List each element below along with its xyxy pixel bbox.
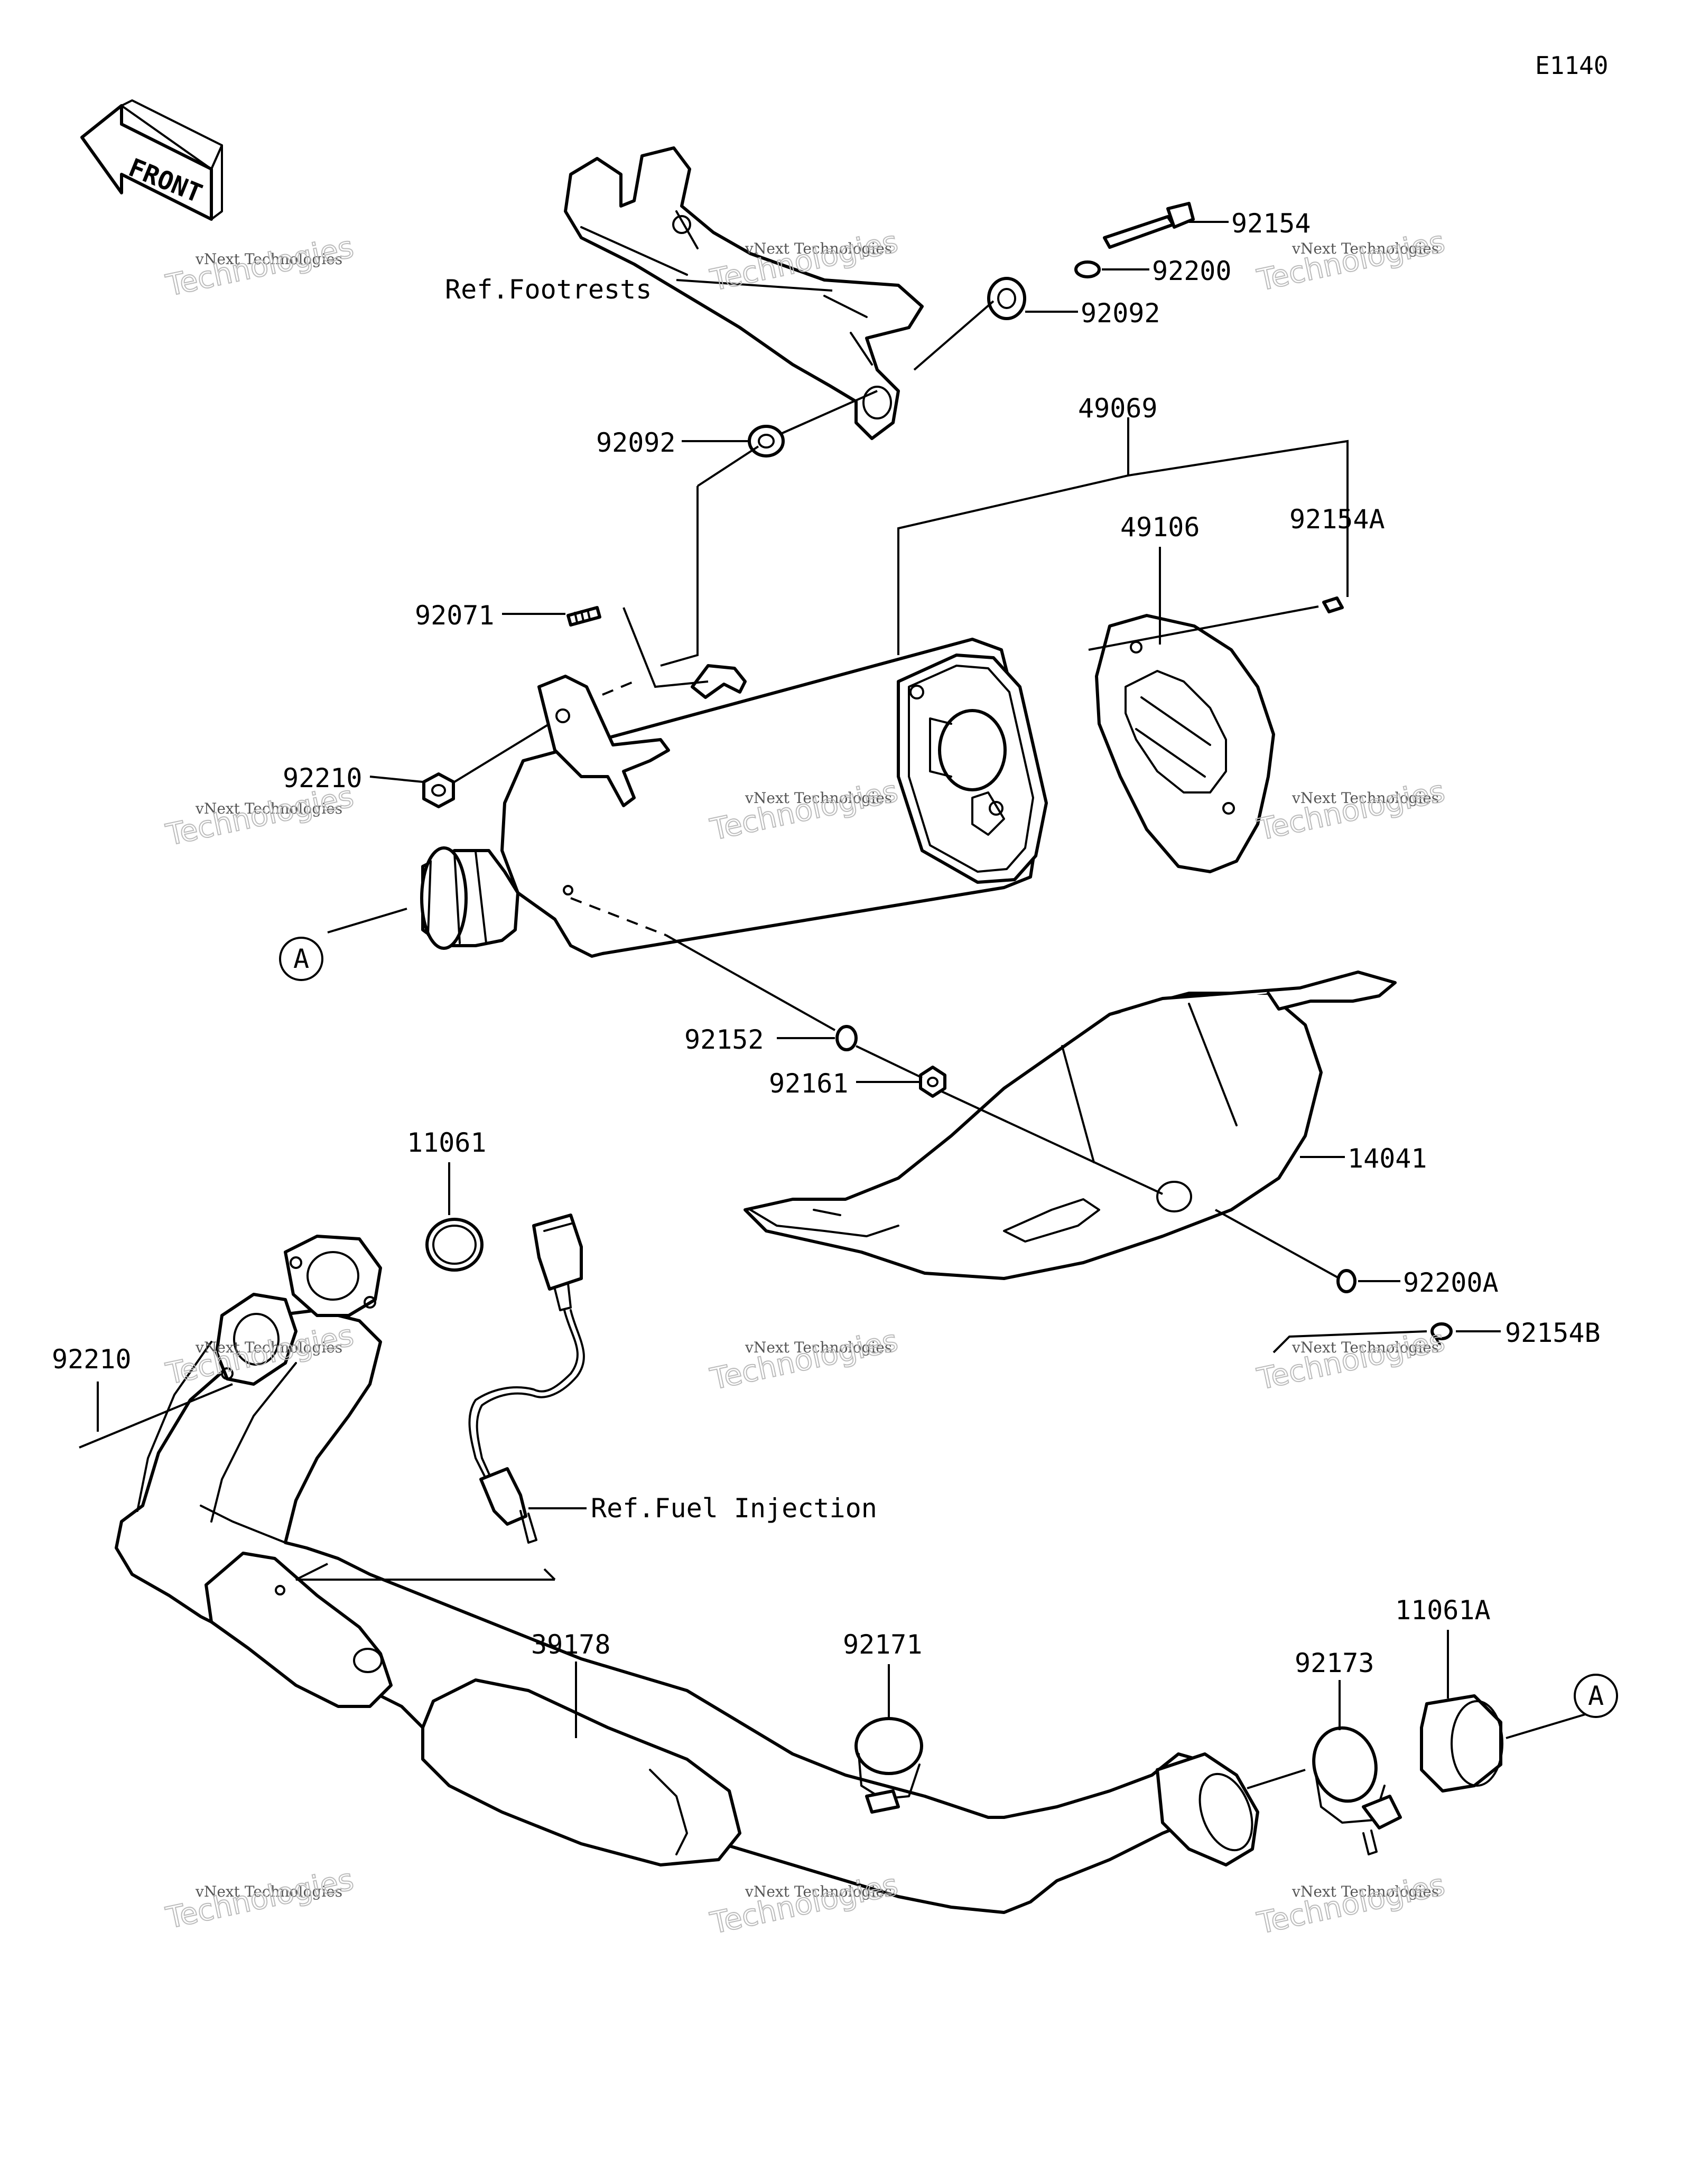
grommet-92092-left [748,425,785,458]
assembly-lines [79,300,1586,1789]
spring-92071 [566,606,601,627]
svg-text:Technologies: Technologies [163,779,356,853]
svg-text:vNext Technologies: vNext Technologies [745,1883,892,1900]
label-92154b: 92154B [1505,1318,1601,1348]
label-92092-top: 92092 [1081,298,1160,329]
muffler-49069 [420,638,1048,958]
svg-text:Technologies: Technologies [707,1868,900,1941]
svg-text:Technologies: Technologies [707,1323,900,1397]
clamp-92173 [1312,1726,1402,1855]
label-92173: 92173 [1295,1648,1374,1678]
washer-92152 [835,1025,858,1051]
exhaust-pipe-39178 [115,1235,1259,1914]
label-11061a: 11061A [1395,1595,1491,1626]
label-ref-footrests: Ref.Footrests [445,274,652,305]
svg-text:vNext Technologies: vNext Technologies [195,1883,342,1900]
svg-text:vNext Technologies: vNext Technologies [745,1339,892,1356]
label-92152: 92152 [684,1024,764,1055]
svg-text:vNext Technologies: vNext Technologies [195,250,342,268]
svg-text:Technologies: Technologies [163,230,356,303]
label-92161: 92161 [769,1068,849,1099]
washer-92200 [1074,260,1101,278]
label-92154a: 92154A [1289,504,1385,535]
svg-text:Technologies: Technologies [163,1862,356,1936]
front-arrow-icon: FRONT [80,99,223,221]
bolt-92154b [1430,1322,1453,1346]
svg-text:vNext Technologies: vNext Technologies [1292,789,1439,807]
reference-a-right: A [1574,1674,1618,1718]
svg-text:Technologies: Technologies [1254,774,1447,847]
svg-text:vNext Technologies: vNext Technologies [1292,1883,1439,1900]
gasket-11061 [425,1218,484,1272]
label-92071: 92071 [415,600,495,631]
svg-text:Technologies: Technologies [1254,1868,1447,1941]
label-11061: 11061 [407,1127,487,1158]
label-92210-top: 92210 [283,763,363,794]
oxygen-sensor [468,1214,585,1544]
reference-a-left: A [279,937,323,981]
muffler-cover-49106 [1095,614,1275,873]
svg-text:vNext Technologies: vNext Technologies [745,240,892,257]
grommet-92092-top [987,277,1026,320]
nut-92210-top [422,772,455,808]
label-14041: 14041 [1348,1143,1427,1174]
svg-text:vNext Technologies: vNext Technologies [1292,1339,1439,1356]
clamp-92171 [854,1717,923,1814]
nut-92161 [919,1066,946,1098]
label-92200: 92200 [1152,256,1232,286]
diagram-code: E1140 [1535,51,1608,80]
label-92171: 92171 [843,1629,923,1660]
leader-lines [97,221,1501,1738]
label-92200a: 92200A [1403,1267,1499,1298]
svg-text:A: A [293,944,309,974]
label-92210-bottom: 92210 [52,1344,132,1375]
svg-text:vNext Technologies: vNext Technologies [195,800,342,817]
label-92092-left: 92092 [596,427,676,458]
svg-text:vNext Technologies: vNext Technologies [195,1339,342,1356]
bolt-92154 [1103,202,1195,249]
svg-text:A: A [1588,1681,1604,1711]
svg-text:vNext Technologies: vNext Technologies [745,789,892,807]
label-39178: 39178 [531,1629,611,1660]
label-ref-fuel-injection: Ref.Fuel Injection [591,1493,877,1524]
footrest-bracket [564,146,924,440]
heat-guard-14041 [744,970,1397,1280]
label-49069: 49069 [1078,393,1158,424]
label-49106: 49106 [1120,512,1200,543]
bolt-92154a [1322,596,1344,613]
svg-text:vNext Technologies: vNext Technologies [1292,240,1439,257]
label-92154: 92154 [1231,208,1311,239]
washer-92200a [1336,1269,1356,1293]
gasket-11061a [1420,1694,1503,1793]
